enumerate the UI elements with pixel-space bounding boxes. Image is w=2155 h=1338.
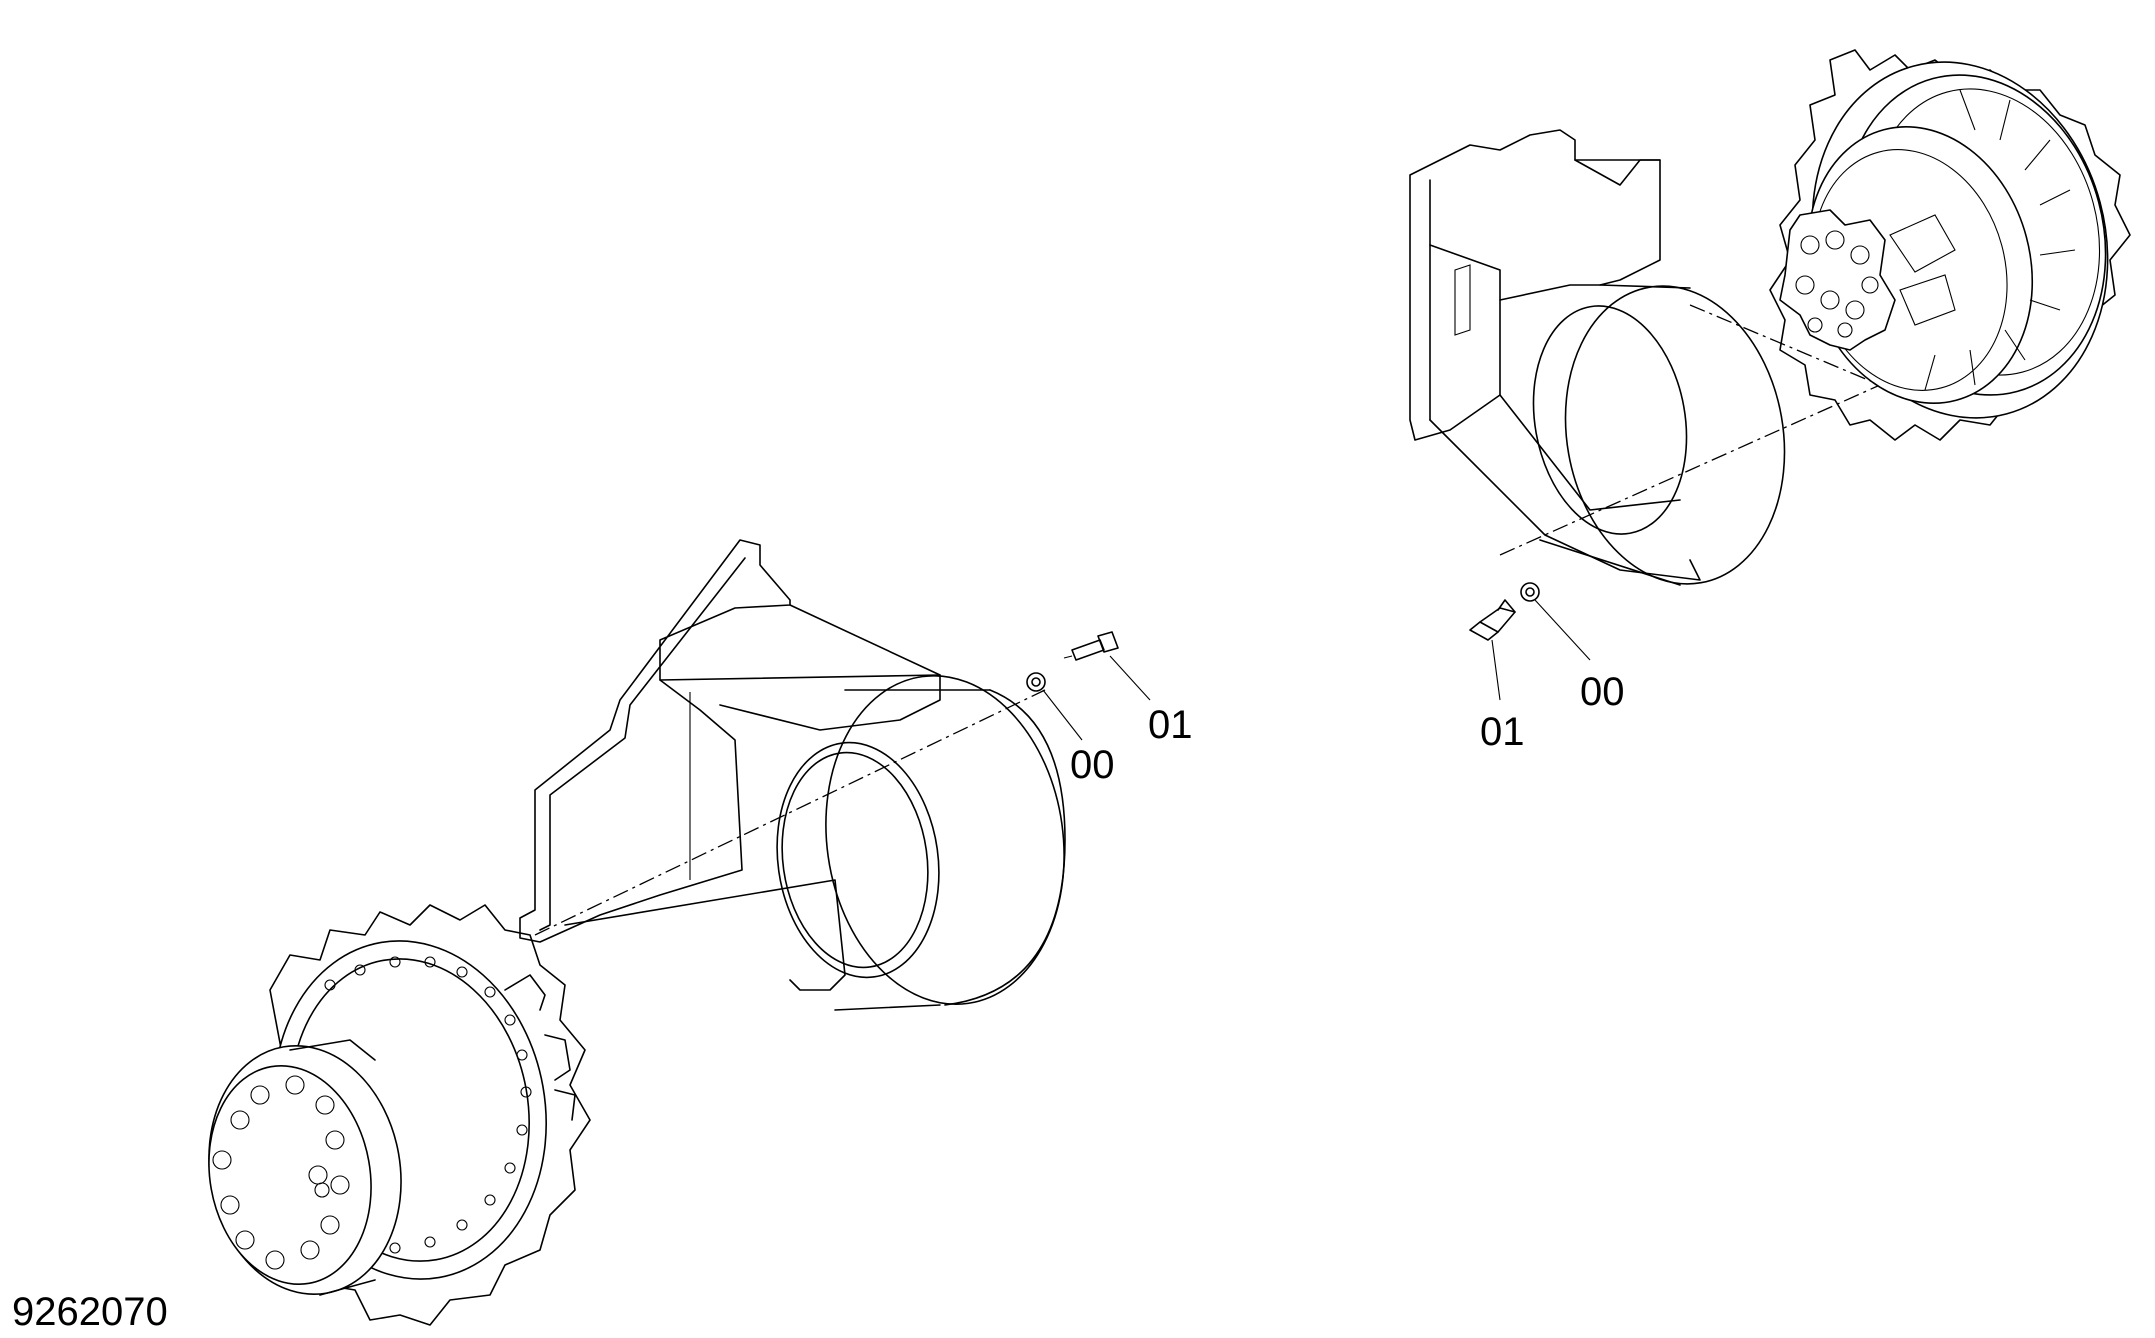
right-final-drive bbox=[1769, 49, 2131, 441]
right-motor-ports bbox=[1795, 214, 1956, 338]
right-washer-leader bbox=[1534, 599, 1591, 661]
right-guard-assembly bbox=[1409, 129, 1881, 586]
left-guard-ring-inner bbox=[776, 741, 940, 979]
right-bolt bbox=[1469, 599, 1516, 641]
left-guard-ring-outer bbox=[825, 674, 1065, 1006]
right-bolt-leader bbox=[1491, 639, 1501, 701]
right-guard-bracket bbox=[1409, 129, 1661, 441]
left-sprocket bbox=[269, 904, 591, 1326]
right-bolt-callout: 01 bbox=[1480, 710, 1525, 754]
left-guard-bracket bbox=[519, 539, 791, 943]
left-cover-bolts bbox=[212, 1075, 350, 1270]
left-bolt bbox=[1063, 631, 1119, 661]
left-guard-assembly bbox=[519, 539, 1066, 1011]
right-washer bbox=[1520, 582, 1540, 602]
figure-number: 9262070 bbox=[12, 1290, 168, 1334]
right-guard-ring-inner bbox=[1532, 305, 1688, 535]
right-travel-motor bbox=[1779, 209, 1896, 351]
left-washer-leader bbox=[1042, 689, 1083, 741]
left-bolt-leader bbox=[1109, 655, 1151, 701]
left-bolt-callout: 01 bbox=[1148, 703, 1193, 747]
left-washer-callout: 00 bbox=[1070, 743, 1115, 787]
left-final-drive bbox=[208, 904, 591, 1326]
right-washer-callout: 00 bbox=[1580, 670, 1625, 714]
left-washer bbox=[1026, 672, 1046, 692]
